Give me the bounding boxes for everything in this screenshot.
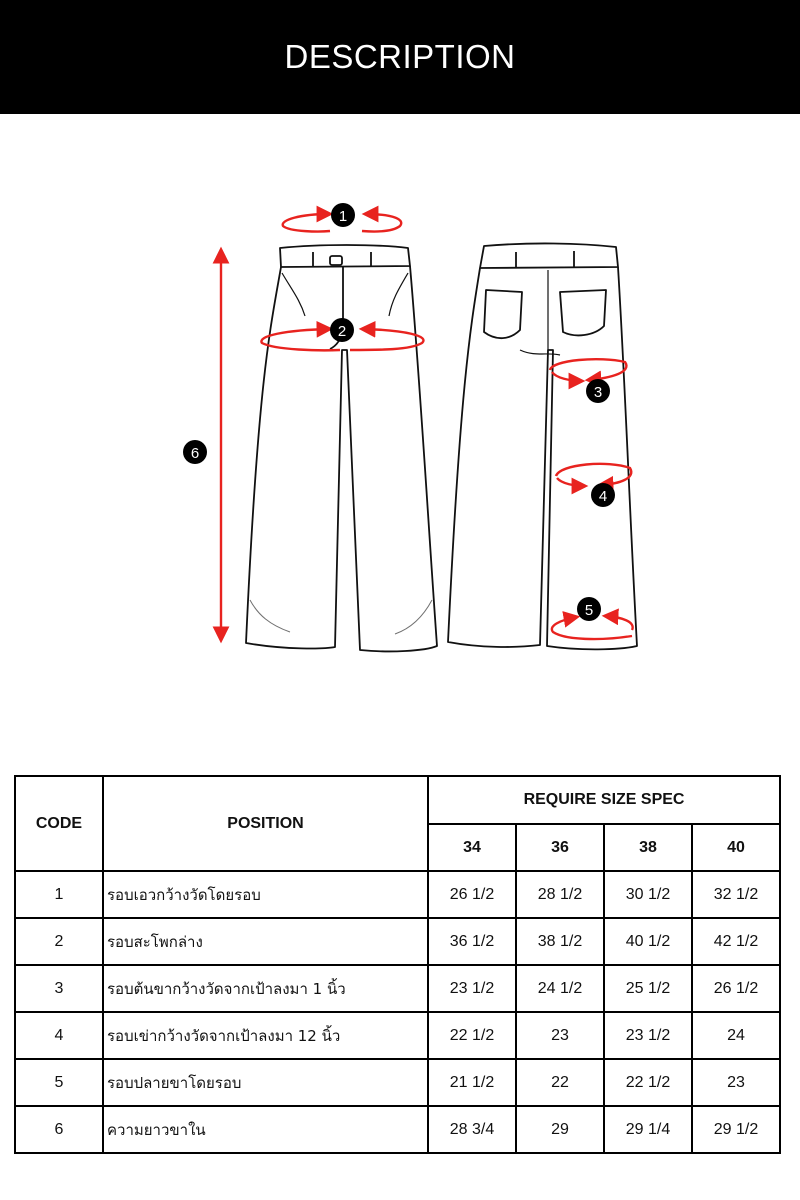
value-cell: 42 1/2 [690,917,782,966]
table-row: 2 รอบสะโพกล่าง 36 1/2 38 1/2 40 1/2 42 1… [14,917,782,966]
svg-text:6: 6 [191,445,199,462]
pants-back-view [447,242,638,651]
pants-front-view [245,244,438,653]
code-header: CODE [14,775,104,872]
marker-3: 3 [586,379,610,403]
size-spec-table: CODE POSITION REQUIRE SIZE SPEC 34 36 38… [14,775,782,1154]
size-spec-header: REQUIRE SIZE SPEC [426,775,782,825]
value-cell: 28 3/4 [427,1105,517,1154]
value-cell: 23 [515,1011,605,1060]
hip-arrow-left [260,320,341,352]
value-cell: 23 1/2 [427,964,517,1013]
value-cell: 26 1/2 [427,870,517,919]
value-cell: 23 [690,1058,782,1107]
svg-text:2: 2 [338,323,346,340]
marker-4: 4 [591,483,615,507]
position-cell: ความยาวขาใน [102,1105,429,1154]
marker-2: 2 [330,318,354,342]
code-cell: 3 [14,964,104,1013]
value-cell: 29 1/2 [690,1105,782,1154]
marker-5: 5 [577,597,601,621]
position-cell: รอบสะโพกล่าง [102,917,429,966]
table-row: 1 รอบเอวกว้างวัดโดยรอบ 26 1/2 28 1/2 30 … [14,870,782,919]
size-header-36: 36 [515,823,605,872]
pants-measurement-diagram: 1 2 3 4 5 6 [183,203,638,653]
table-row: 6 ความยาวขาใน 28 3/4 29 29 1/4 29 1/2 [14,1105,782,1154]
value-cell: 24 [690,1011,782,1060]
value-cell: 29 [515,1105,605,1154]
page-header: DESCRIPTION [0,0,800,114]
svg-text:1: 1 [339,208,347,225]
svg-text:4: 4 [599,488,607,505]
size-header-38: 38 [603,823,693,872]
value-cell: 38 1/2 [515,917,605,966]
size-header-40: 40 [690,823,782,872]
hip-arrow-right [349,320,425,352]
value-cell: 22 1/2 [603,1058,693,1107]
position-cell: รอบเข่ากว้างวัดจากเป้าลงมา 12 นิ้ว [102,1011,429,1060]
value-cell: 30 1/2 [603,870,693,919]
waist-arrow-right [361,205,403,233]
code-cell: 4 [14,1011,104,1060]
measurement-guides [212,205,634,644]
knee-arrow-lower [556,477,589,495]
value-cell: 21 1/2 [427,1058,517,1107]
position-header: POSITION [102,775,429,872]
value-cell: 22 [515,1058,605,1107]
value-cell: 29 1/4 [603,1105,693,1154]
knee-arrow [554,462,633,493]
thigh-arrow [548,357,628,388]
marker-6: 6 [183,440,207,464]
size-header-34: 34 [427,823,517,872]
table-row: 5 รอบปลายขาโดยรอบ 21 1/2 22 22 1/2 23 [14,1058,782,1107]
value-cell: 25 1/2 [603,964,693,1013]
position-cell: รอบเอวกว้างวัดโดยรอบ [102,870,429,919]
marker-1: 1 [331,203,355,227]
position-cell: รอบปลายขาโดยรอบ [102,1058,429,1107]
value-cell: 24 1/2 [515,964,605,1013]
value-cell: 40 1/2 [603,917,693,966]
waist-arrow-left [281,205,334,233]
value-cell: 36 1/2 [427,917,517,966]
hem-arrow-left [550,611,633,641]
value-cell: 26 1/2 [690,964,782,1013]
svg-text:3: 3 [594,384,602,401]
value-cell: 32 1/2 [690,870,782,919]
value-cell: 23 1/2 [603,1011,693,1060]
value-cell: 28 1/2 [515,870,605,919]
code-cell: 5 [14,1058,104,1107]
table-row: 4 รอบเข่ากว้างวัดจากเป้าลงมา 12 นิ้ว 22 … [14,1011,782,1060]
page-title: DESCRIPTION [284,38,516,75]
code-cell: 2 [14,917,104,966]
size-spec-table-container: CODE POSITION REQUIRE SIZE SPEC 34 36 38… [14,775,782,1154]
position-cell: รอบต้นขากว้างวัดจากเป้าลงมา 1 นิ้ว [102,964,429,1013]
svg-text:5: 5 [585,602,593,619]
value-cell: 22 1/2 [427,1011,517,1060]
hem-arrow-right [601,608,634,631]
code-cell: 6 [14,1105,104,1154]
code-cell: 1 [14,870,104,919]
thigh-arrow-lower [551,371,586,390]
table-row: 3 รอบต้นขากว้างวัดจากเป้าลงมา 1 นิ้ว 23 … [14,964,782,1013]
